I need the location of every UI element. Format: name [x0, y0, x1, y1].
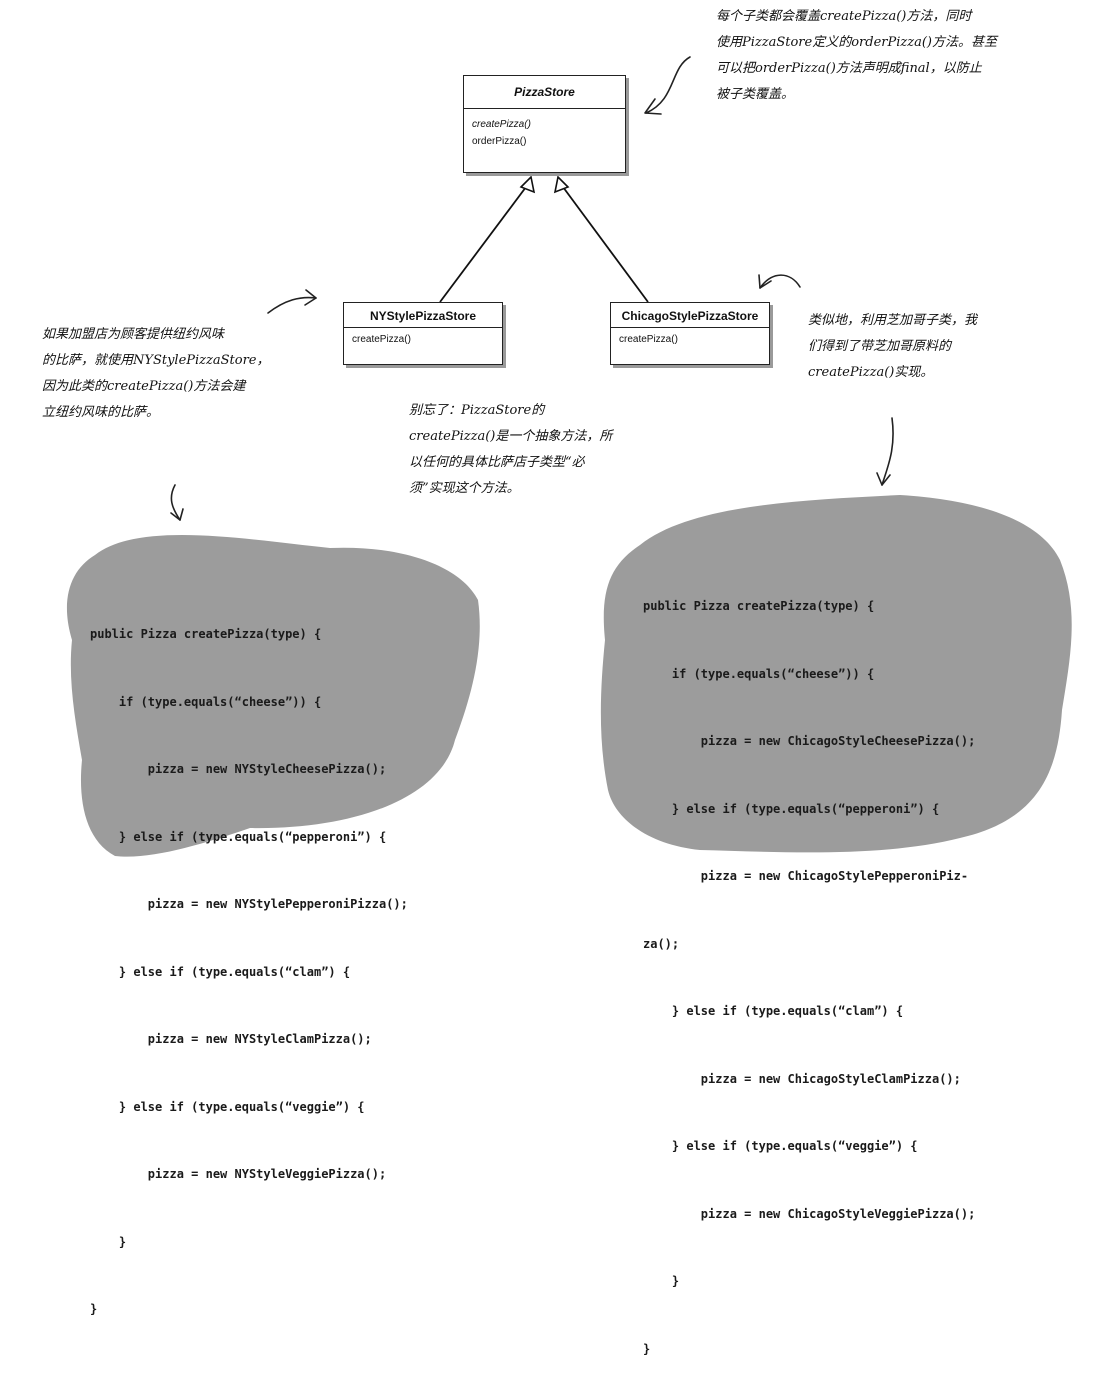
annotation-line: 们得到了带芝加哥原料的 [808, 339, 952, 354]
diagram-links [66, 56, 1072, 857]
code-line: } [643, 1274, 680, 1288]
annotation-line: 每个子类都会覆盖createPizza()方法，同时 [716, 9, 972, 24]
annotation-line: 如果加盟店为顾客提供纽约风味 [42, 327, 225, 342]
nystylepizzastore-methods: createPizza() [344, 328, 502, 351]
pizzastore-class-name: PizzaStore [464, 76, 625, 109]
code-line: pizza = new NYStylePepperoniPizza(); [90, 897, 408, 911]
arrow-ny-code [170, 484, 181, 521]
arrow-left-note [267, 296, 317, 314]
handdrawn-arrows [170, 56, 894, 521]
code-line: if (type.equals(“cheese”)) { [90, 694, 322, 709]
code-line: } else if (type.equals(“clam”) { [90, 964, 351, 979]
code-chicago-createpizza: public Pizza createPizza(type) { if (typ… [643, 550, 975, 1383]
annotation-top: 每个子类都会覆盖createPizza()方法，同时 使用PizzaStore定… [716, 4, 1100, 108]
code-ny-createpizza: public Pizza createPizza(type) { if (typ… [90, 578, 408, 1343]
code-line: } else if (type.equals(“clam”) { [643, 1004, 904, 1018]
chicagostylepizzastore-class-name: ChicagoStylePizzaStore [611, 303, 769, 328]
annotation-right: 类似地，利用芝加哥子类，我 们得到了带芝加哥原料的 createPizza()实… [808, 308, 1048, 386]
annotation-line: createPizza()是一个抽象方法，所 [409, 429, 613, 444]
code-line: if (type.equals(“cheese”)) { [643, 666, 875, 681]
arrow-right-note [759, 274, 801, 289]
annotation-line: 使用PizzaStore定义的orderPizza()方法。甚至 [716, 35, 997, 50]
code-line: pizza = new ChicagoStyleCheesePizza(); [643, 734, 976, 748]
pizzastore-class-box: PizzaStore createPizza() orderPizza() [463, 75, 626, 173]
nystylepizzastore-class-box: NYStylePizzaStore createPizza() [343, 302, 503, 365]
annotation-line: createPizza()实现。 [808, 365, 934, 380]
annotation-left: 如果加盟店为顾客提供纽约风味 的比萨，就使用NYStylePizzaStore，… [42, 322, 332, 426]
pizzastore-methods: createPizza() orderPizza() [464, 109, 625, 153]
code-line: za(); [643, 936, 680, 951]
annotation-line: 因为此类的createPizza()方法会建 [42, 379, 246, 394]
annotation-line: 被子类覆盖。 [716, 87, 795, 102]
arrow-chicago-code [881, 417, 894, 486]
annotation-line: 的比萨，就使用NYStylePizzaStore， [42, 353, 270, 368]
code-line: pizza = new NYStyleClamPizza(); [90, 1032, 372, 1046]
nystylepizzastore-class-name: NYStylePizzaStore [344, 303, 502, 328]
code-line: } else if (type.equals(“pepperoni”) { [90, 829, 387, 844]
arrowhead-right-note [758, 274, 772, 289]
annotation-line: 立纽约风味的比萨。 [42, 405, 160, 420]
code-blob-ny [66, 535, 480, 857]
annotation-line: 须”实现这个方法。 [409, 481, 520, 496]
inheritance-line-ny [439, 186, 527, 303]
inheritance-line-chicago [562, 186, 649, 303]
code-line: } [643, 1341, 651, 1356]
arrowhead-ny-code [170, 508, 184, 521]
inheritance-arrowhead-ny [519, 175, 536, 194]
code-line: pizza = new ChicagoStyleClamPizza(); [643, 1071, 961, 1086]
code-line: } else if (type.equals(“pepperoni”) { [643, 801, 940, 816]
arrowhead-left-note [304, 289, 317, 306]
method-create-pizza: createPizza() [619, 334, 678, 345]
inheritance-arrowhead-chicago [553, 175, 570, 194]
code-line: pizza = new NYStyleCheesePizza(); [90, 762, 387, 776]
arrowhead-chicago-code [876, 472, 891, 486]
code-line: public Pizza createPizza(type) { [90, 627, 322, 641]
annotation-line: 以任何的具体比萨店子类型“必 [409, 455, 585, 470]
method-create-pizza-abstract: createPizza() [472, 119, 531, 130]
annotation-line: 可以把orderPizza()方法声明成final，以防止 [716, 61, 982, 76]
annotation-line: 类似地，利用芝加哥子类，我 [808, 313, 978, 328]
code-line: } else if (type.equals(“veggie”) { [643, 1139, 918, 1153]
chicagostylepizzastore-methods: createPizza() [611, 328, 769, 351]
code-line: } else if (type.equals(“veggie”) { [90, 1099, 365, 1114]
chicagostylepizzastore-class-box: ChicagoStylePizzaStore createPizza() [610, 302, 770, 365]
code-line: } [90, 1234, 127, 1249]
code-line: pizza = new ChicagoStylePepperoniPiz- [643, 869, 969, 883]
arrow-top-note [645, 56, 691, 114]
code-blob-chicago [600, 495, 1072, 853]
method-create-pizza: createPizza() [352, 334, 411, 345]
code-line: public Pizza createPizza(type) { [643, 599, 875, 613]
code-line: pizza = new ChicagoStyleVeggiePizza(); [643, 1206, 976, 1221]
annotation-center: 别忘了：PizzaStore的 createPizza()是一个抽象方法，所 以… [409, 398, 679, 502]
method-order-pizza: orderPizza() [472, 136, 527, 147]
code-line: } [90, 1302, 98, 1316]
arrowhead-top-note [644, 98, 662, 115]
annotation-line: 别忘了：PizzaStore的 [409, 403, 545, 418]
code-line: pizza = new NYStyleVeggiePizza(); [90, 1167, 387, 1181]
